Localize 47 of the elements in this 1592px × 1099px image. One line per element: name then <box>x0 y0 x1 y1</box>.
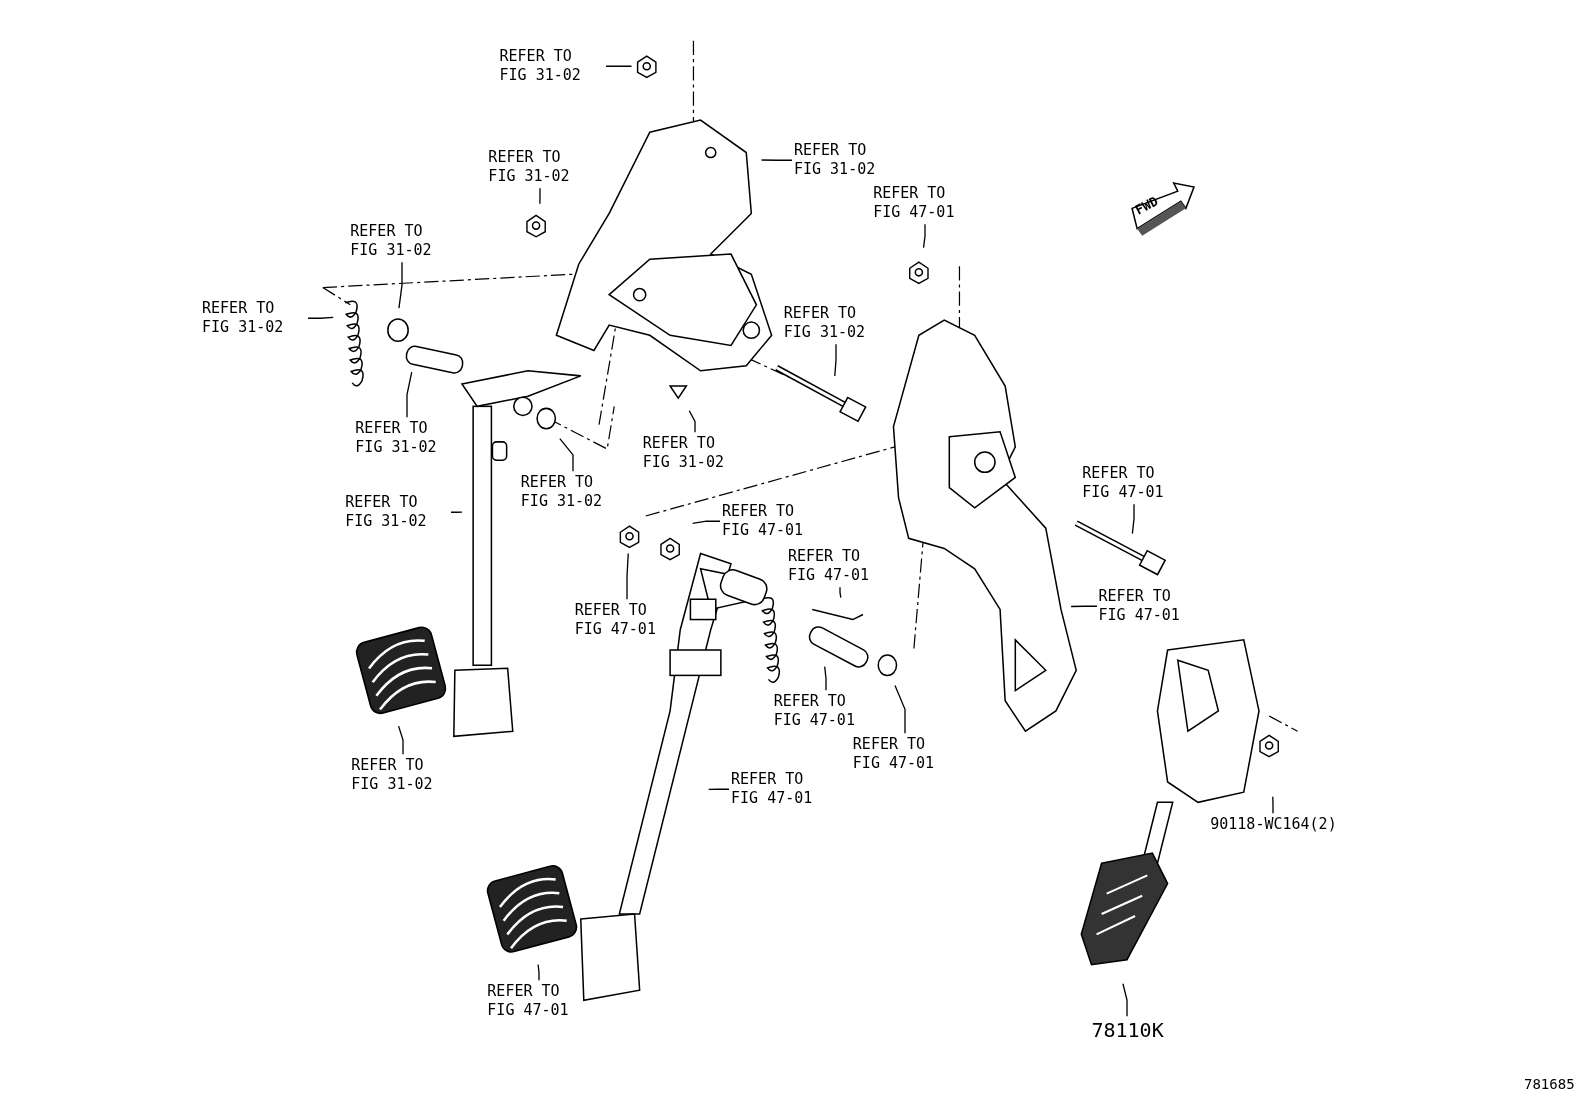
callout-text: REFER TO FIG 47-01 <box>487 981 592 1020</box>
callout-text: REFER TO FIG 31-02 <box>783 303 888 342</box>
leader-line <box>824 666 827 691</box>
callout-text: REFER TO FIG 47-01 <box>1082 464 1187 502</box>
callout-text: REFER TO FIG 31-02 <box>499 46 604 85</box>
leader-line <box>406 371 413 418</box>
leader-line <box>894 684 906 734</box>
leader-line <box>1131 503 1135 535</box>
callout-text: REFER TO FIG 47-01 <box>852 735 957 774</box>
leader-line <box>539 187 541 205</box>
callout-text: REFER TO FIG 31-02 <box>642 433 747 472</box>
leader-line <box>708 788 730 790</box>
callout-text: REFER TO FIG 47-01 <box>731 769 835 808</box>
leader-line <box>626 552 629 600</box>
part-number: 90118-WC164(2) <box>1210 815 1337 835</box>
callout-text: REFER TO FIG 47-01 <box>787 547 892 586</box>
callout-text: REFER TO FIG 31-02 <box>345 493 450 532</box>
leader-line <box>450 511 463 513</box>
figure-number: 781685 <box>1524 1075 1575 1094</box>
callout-text: REFER TO FIG 31-02 <box>355 419 460 458</box>
leader-line <box>760 159 793 161</box>
callout-text: REFER TO FIG 47-01 <box>773 692 878 731</box>
leader-line <box>834 343 837 377</box>
leader-line <box>398 261 403 309</box>
leader-line <box>307 316 334 319</box>
callout-text: REFER TO FIG 31-02 <box>202 298 307 337</box>
leader-line <box>537 963 540 981</box>
callout-text: REFER TO FIG 47-01 <box>1098 586 1203 625</box>
callout-text: REFER TO FIG 31-02 <box>350 222 455 261</box>
leader-line <box>1122 983 1128 1017</box>
leader-line <box>922 223 926 249</box>
part-number: 78110K <box>1091 1018 1164 1043</box>
leader-line <box>1070 605 1098 608</box>
leader-line <box>397 725 404 755</box>
leader-line <box>1272 796 1274 814</box>
leader-line <box>559 437 574 472</box>
callout-text: REFER TO FIG 31-02 <box>793 141 898 180</box>
callout-text: REFER TO FIG 31-02 <box>520 473 625 512</box>
leader-line <box>688 410 696 433</box>
callout-text: REFER TO FIG 47-01 <box>873 183 978 222</box>
callout-text: REFER TO FIG 31-02 <box>488 148 593 187</box>
callout-text: REFER TO FIG 47-01 <box>721 501 826 540</box>
leader-line <box>692 520 721 524</box>
callout-text: REFER TO FIG 47-01 <box>574 601 679 640</box>
callout-text: REFER TO FIG 31-02 <box>351 756 456 795</box>
leader-line <box>605 65 633 67</box>
leader-line <box>839 586 842 599</box>
